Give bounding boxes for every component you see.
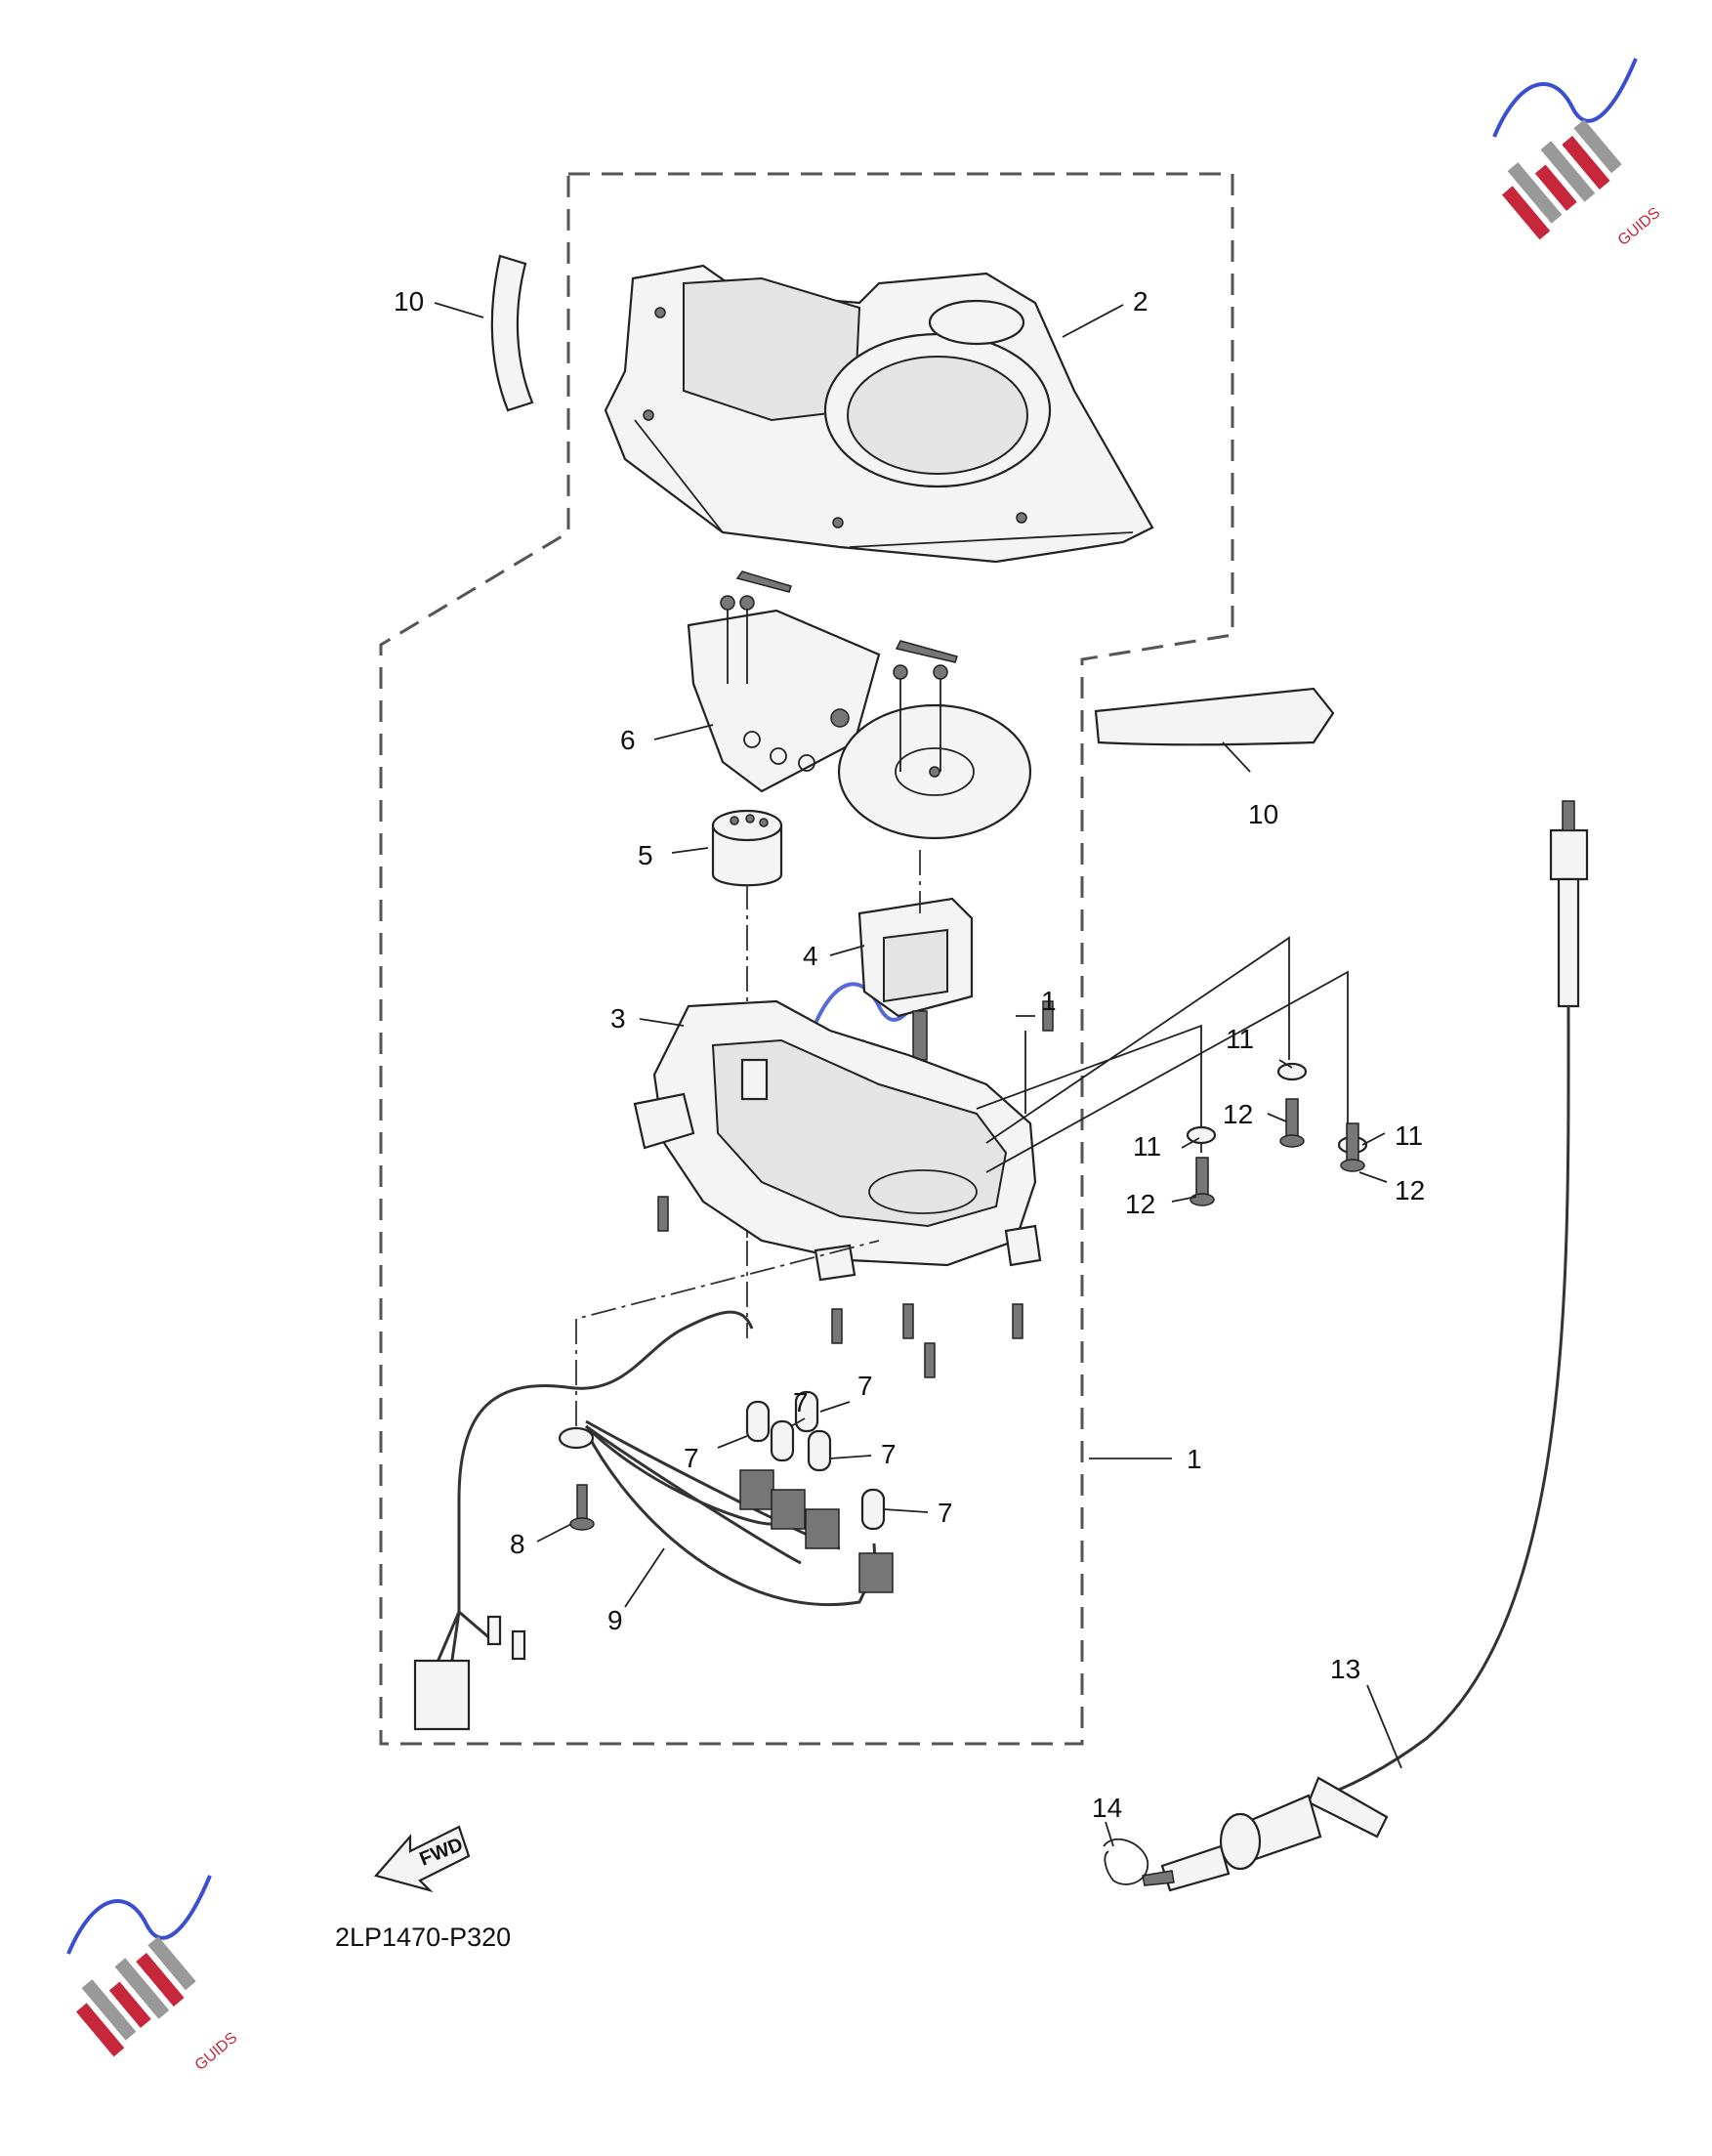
- meter-cover-part-2: [604, 264, 1154, 564]
- watermark-logo-top: GUIDS: [1492, 58, 1664, 249]
- harness-dashdot-lines: [575, 1240, 880, 1426]
- meter-panel-part-6: [687, 571, 1032, 840]
- callout-9: 9: [607, 1605, 623, 1635]
- callout-12-left: 12: [1125, 1189, 1155, 1219]
- callout-1-upper: 1: [1041, 986, 1057, 1016]
- callout-4: 4: [803, 941, 818, 971]
- callout-12-right: 12: [1395, 1175, 1425, 1205]
- callout-13: 13: [1330, 1654, 1360, 1684]
- callout-1: 1: [1187, 1444, 1202, 1474]
- rubber-strip-part-10-left: [490, 254, 534, 412]
- watermark-suffix-top: GUIDS: [1615, 204, 1664, 249]
- callout-leader-lines: [434, 302, 1402, 1847]
- assembly-boundary-dashed: [379, 172, 1234, 1746]
- washers-part-11: [1186, 1062, 1368, 1155]
- callout-7-b: 7: [857, 1371, 873, 1401]
- callout-3: 3: [610, 1003, 626, 1034]
- callout-11-left: 11: [1133, 1131, 1161, 1162]
- speedometer-cable-part-13: [1142, 800, 1589, 1892]
- callout-2: 2: [1133, 286, 1148, 317]
- bulbs-part-7: [739, 1390, 894, 1593]
- figure-code: 2LP1470-P320: [335, 1923, 511, 1952]
- callout-7-e: 7: [938, 1498, 953, 1528]
- forward-direction-arrow: FWD: [374, 1825, 471, 1893]
- callout-7-a: 7: [793, 1387, 809, 1417]
- callout-11-top: 11: [1226, 1024, 1254, 1054]
- callout-7-c: 7: [684, 1443, 699, 1473]
- callout-5: 5: [638, 840, 653, 870]
- screws-part-12: [1190, 1098, 1365, 1206]
- watermark-logo-bottom: GUIDS: [66, 1875, 241, 2074]
- screw-part-8: [569, 1484, 595, 1531]
- circlip-part-14: [1103, 1838, 1148, 1885]
- callout-7-d: 7: [881, 1439, 897, 1469]
- callout-12-top: 12: [1223, 1099, 1253, 1129]
- leader-line-part-1-screw: [1016, 1015, 1035, 1114]
- callout-labels: 10 2 6 10 5 4 3 1 11 12 11 11 12 12 7 7 …: [394, 286, 1425, 1823]
- callout-10-right: 10: [1248, 799, 1278, 829]
- callout-14: 14: [1092, 1793, 1122, 1823]
- watermark-suffix-bottom: GUIDS: [192, 2029, 241, 2074]
- callout-11-right: 11: [1395, 1120, 1423, 1151]
- wire-harness-part-9: [413, 1310, 877, 1731]
- callout-10-left: 10: [394, 286, 424, 317]
- leader-lines-washers: [976, 936, 1349, 1173]
- rubber-strip-part-10-right: [1094, 687, 1335, 746]
- callout-6: 6: [620, 725, 636, 755]
- meter-case-part-3: [633, 999, 1054, 1378]
- speedometer-movement-part-4: [857, 850, 974, 1061]
- callout-8: 8: [510, 1529, 525, 1559]
